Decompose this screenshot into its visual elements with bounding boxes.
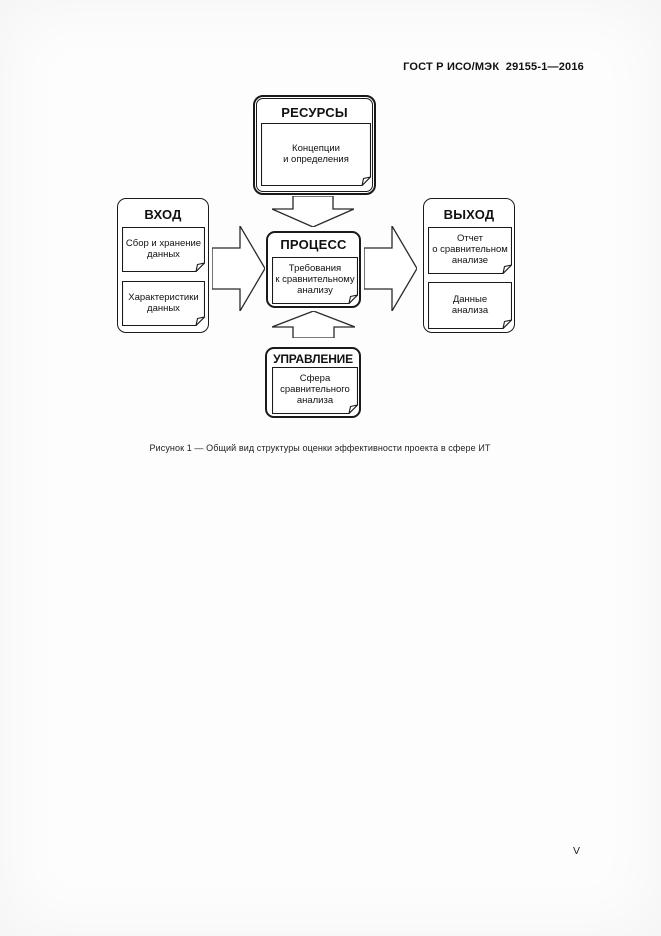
note-shape [272,257,358,304]
block-resources-title: РЕСУРСЫ [281,105,348,120]
note-shape [272,367,358,414]
document-code-header: ГОСТ Р ИСО/МЭК 29155-1—2016 [403,61,584,73]
arrow-process-to-output [364,226,417,311]
arrow-input-to-process [212,226,265,311]
block-control: УПРАВЛЕНИЕ Сфера сравнительного анализа [265,347,361,418]
note-shape [428,282,512,329]
note-text: Характеристики данных [128,291,199,314]
block-output: ВЫХОД Отчет о сравнительном анализе Данн… [423,198,515,333]
note-data-characteristics: Характеристики данных [122,281,205,326]
note-text: Сфера сравнительного анализа [280,373,350,406]
block-output-title: ВЫХОД [443,207,495,222]
block-process-title: ПРОЦЕСС [280,237,347,252]
block-process: ПРОЦЕСС Требования к сравнительному анал… [266,231,361,308]
note-shape [428,227,512,274]
arrow-control-to-process [272,311,355,338]
block-resources: РЕСУРСЫ Концепции и определения [253,95,376,195]
note-text: Концепции и определения [283,142,349,165]
note-text: Отчет о сравнительном анализе [432,233,508,266]
note-shape [122,227,205,272]
block-input: ВХОД Сбор и хранение данных Характеристи… [117,198,209,333]
note-shape [261,123,371,186]
note-benchmarking-scope: Сфера сравнительного анализа [272,367,358,414]
note-concepts-definitions: Концепции и определения [261,123,371,186]
page-number: V [573,845,581,857]
note-analysis-data: Данные анализа [428,282,512,329]
figure-caption: Рисунок 1 — Общий вид структуры оценки э… [149,443,491,453]
note-text: Требования к сравнительному анализу [275,263,355,296]
note-data-collection: Сбор и хранение данных [122,227,205,272]
note-benchmarking-report: Отчет о сравнительном анализе [428,227,512,274]
note-benchmarking-requirements: Требования к сравнительному анализу [272,257,358,304]
note-shape [122,281,205,326]
arrow-resources-to-process [272,196,354,227]
block-control-title: УПРАВЛЕНИЕ [273,352,353,366]
note-text: Данные анализа [451,293,489,316]
block-input-title: ВХОД [144,207,182,222]
note-text: Сбор и хранение данных [125,237,202,260]
